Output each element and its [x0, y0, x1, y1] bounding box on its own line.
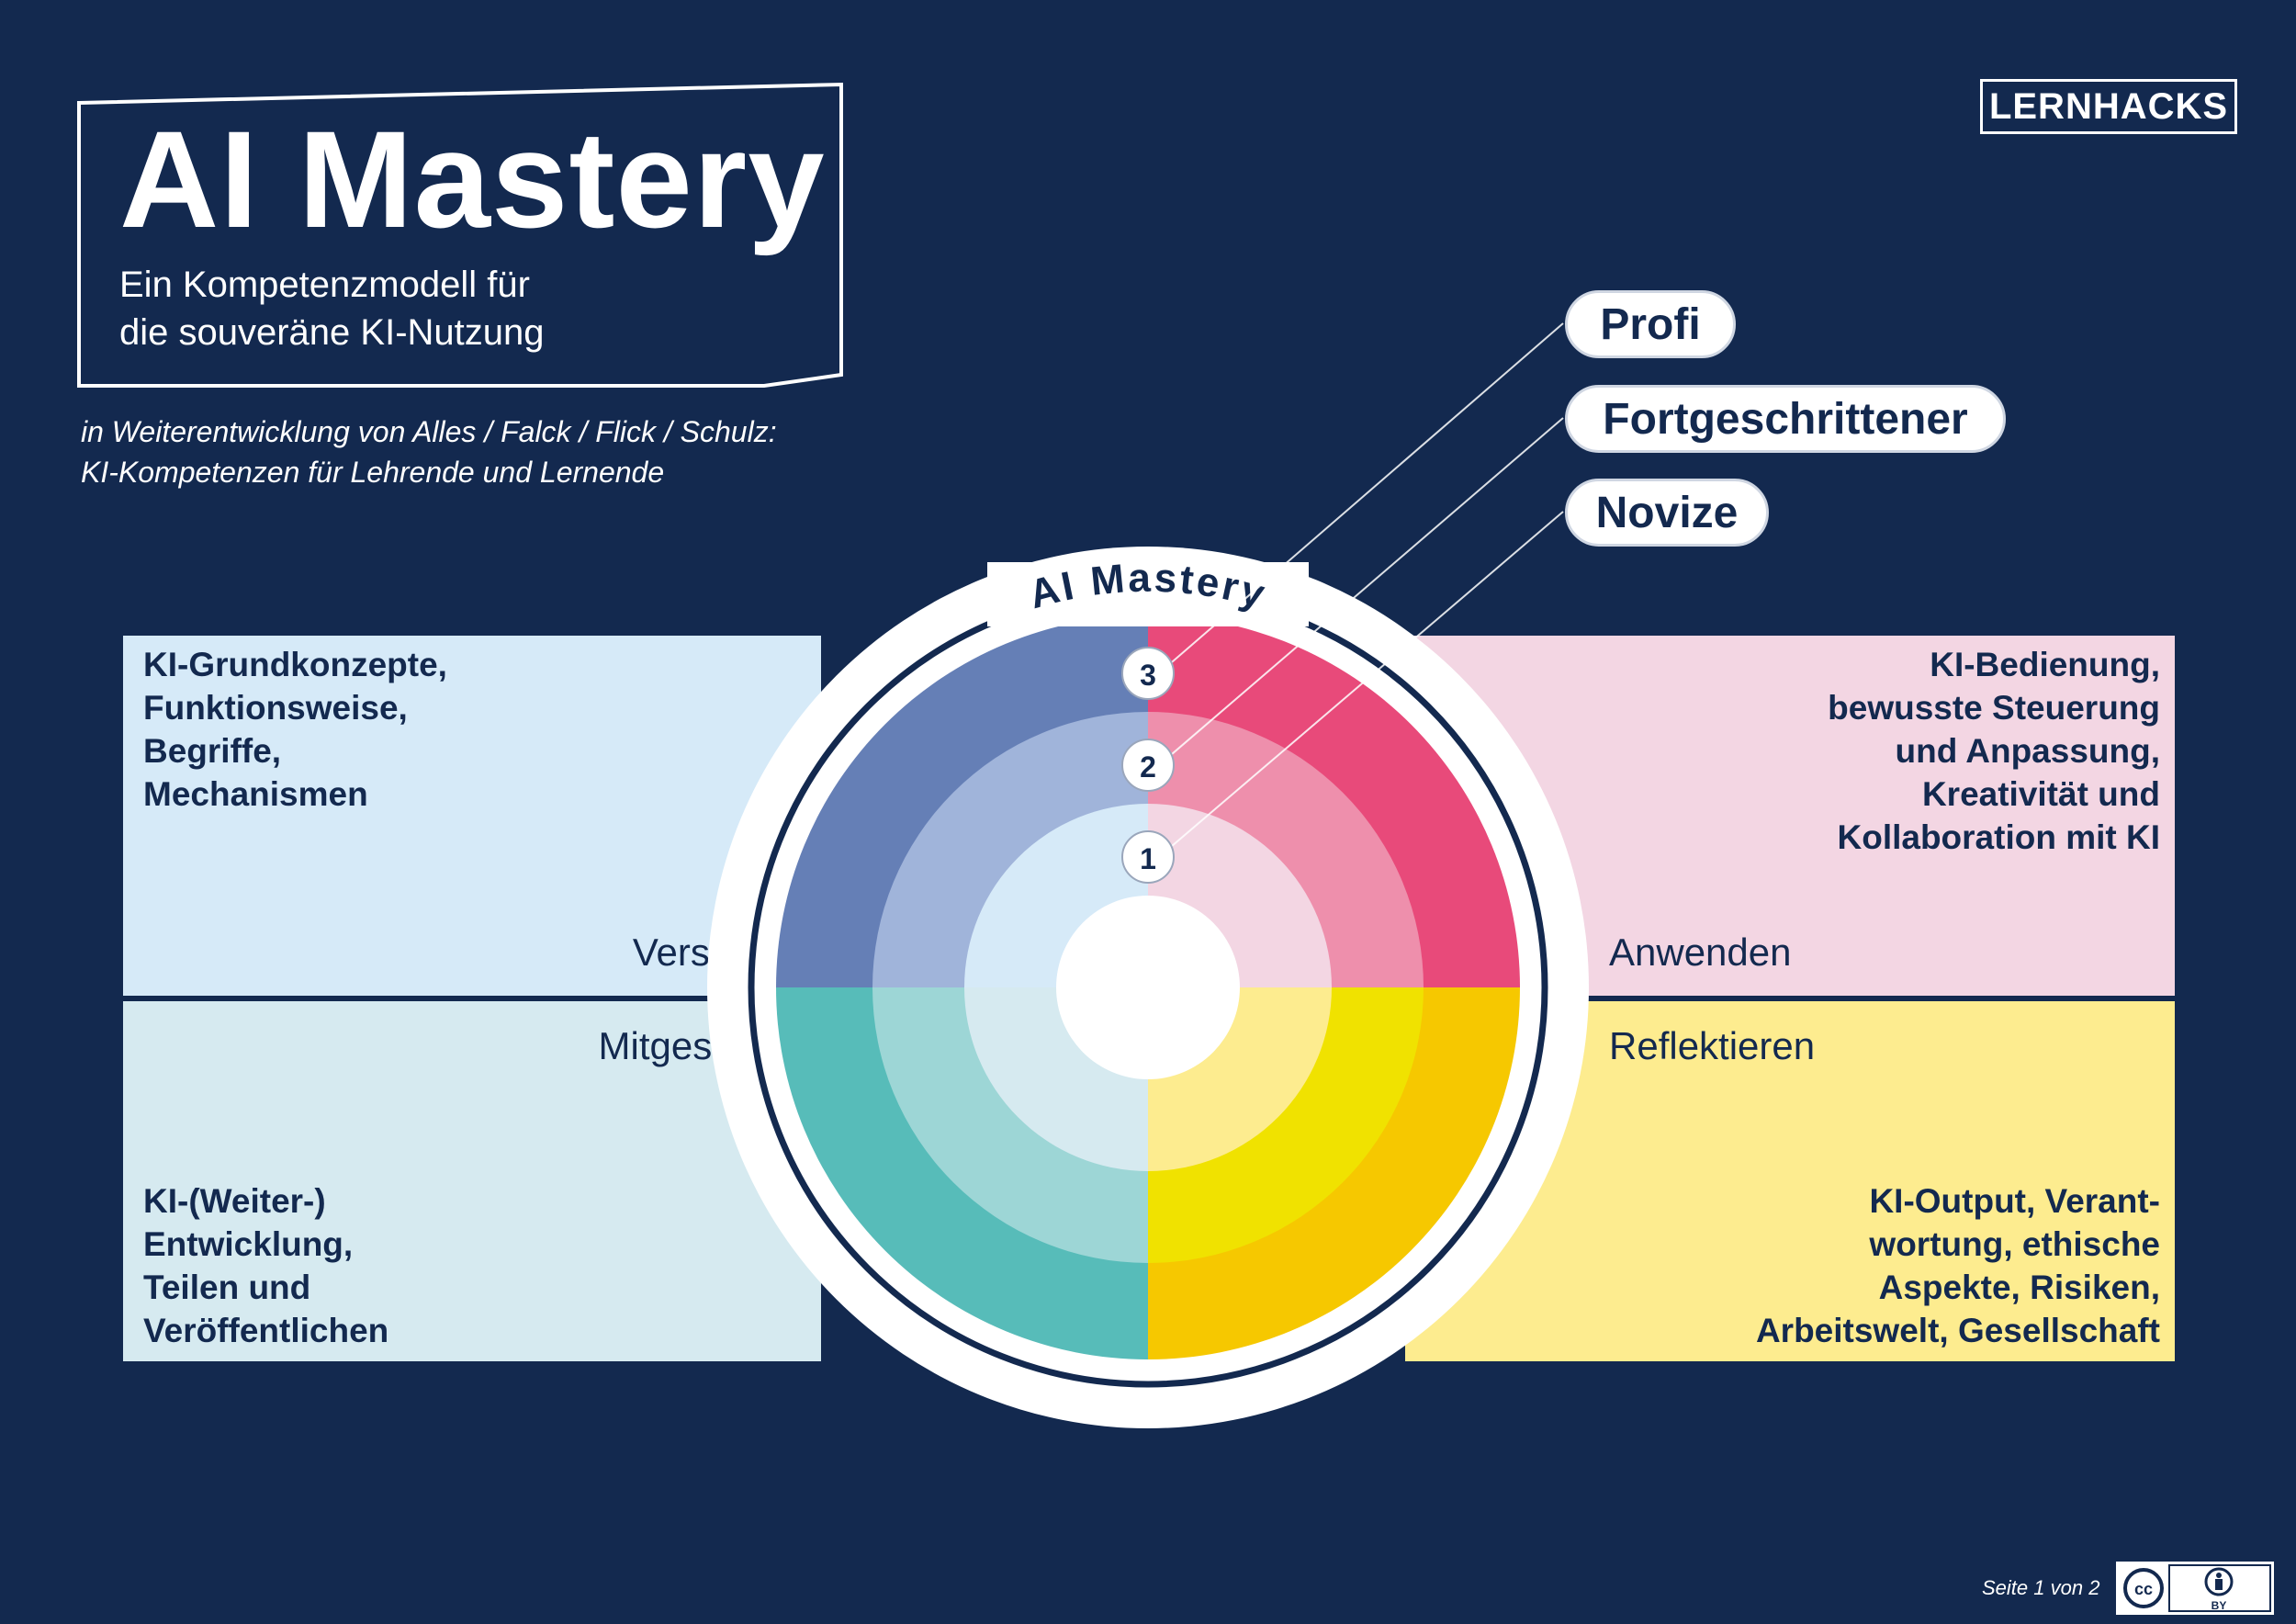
quadrant-label-anwenden: Anwenden	[1609, 930, 1792, 974]
description-line: Begriffe,	[143, 732, 282, 770]
quadrant-mitgestalten: Mitgestalten KI-(Weiter-) Entwicklung, T…	[123, 1001, 821, 1361]
description-line: Arbeitswelt, Gesellschaft	[1755, 1312, 2160, 1349]
description-line: Entwicklung,	[143, 1225, 354, 1263]
description-line: Teilen und	[143, 1269, 311, 1306]
subtitle-line-2: die souveräne KI-Nutzung	[119, 312, 545, 353]
level-number-3: 3	[1140, 659, 1156, 692]
quadrant-label-reflektieren: Reflektieren	[1609, 1024, 1816, 1067]
lernhacks-logo[interactable]: LERNHACKS	[1980, 79, 2237, 134]
description-line: Mechanismen	[143, 775, 368, 813]
page-subtitle: Ein Kompetenzmodell für die souveräne KI…	[119, 261, 817, 356]
description-line: Kollaboration mit KI	[1837, 818, 2161, 856]
description-line: KI-Output, Verant-	[1869, 1182, 2160, 1220]
quadrant-mitgestalten-description: KI-(Weiter-) Entwicklung, Teilen und Ver…	[143, 1179, 388, 1352]
svg-text:cc: cc	[2134, 1580, 2153, 1598]
svg-text:BY: BY	[2212, 1599, 2227, 1612]
attribution-line-1: in Weiterentwicklung von Alles / Falck /…	[81, 415, 777, 448]
description-line: wortung, ethische	[1869, 1225, 2160, 1263]
description-line: und Anpassung,	[1895, 732, 2160, 770]
cc-by-icon: cc BY	[2116, 1562, 2274, 1615]
title-frame	[73, 81, 845, 393]
attribution-line-2: KI-Kompetenzen für Lehrende und Lernende	[81, 456, 665, 489]
description-line: bewusste Steuerung	[1828, 689, 2160, 727]
level-pill-fortgeschrittener: Fortgeschrittener	[1565, 385, 2006, 453]
cc-license-badge[interactable]: cc BY	[2114, 1560, 2276, 1617]
leader-line-profi	[1158, 322, 1564, 674]
attribution: in Weiterentwicklung von Alles / Falck /…	[81, 412, 907, 492]
quadrant-anwenden-description: KI-Bedienung, bewusste Steuerung und Anp…	[1828, 643, 2160, 859]
wheel-center	[1056, 896, 1240, 1079]
level-badge-3	[1121, 647, 1175, 700]
level-badge-1	[1121, 830, 1175, 884]
level-pill-profi: Profi	[1565, 290, 1736, 358]
description-line: Veröffentlichen	[143, 1312, 389, 1349]
leader-line-fortgeschrittener	[1158, 417, 1564, 766]
description-line: KI-Bedienung,	[1930, 646, 2160, 683]
description-line: KI-(Weiter-)	[143, 1182, 326, 1220]
quadrant-reflektieren-description: KI-Output, Verant- wortung, ethische Asp…	[1756, 1179, 2160, 1352]
description-line: Aspekte, Risiken,	[1878, 1269, 2160, 1306]
subtitle-line-1: Ein Kompetenzmodell für	[119, 265, 530, 305]
quadrant-verstehen-description: KI-Grundkonzepte, Funktionsweise, Begrif…	[143, 643, 447, 816]
description-line: Kreativität und	[1921, 775, 2160, 813]
level-badge-2	[1121, 739, 1175, 792]
level-number-2: 2	[1140, 750, 1156, 784]
description-line: Funktionsweise,	[143, 689, 408, 727]
level-number-1: 1	[1140, 842, 1156, 875]
page-indicator: Seite 1 von 2	[1982, 1576, 2100, 1599]
arc-title-backdrop	[987, 562, 1309, 626]
level-pill-novize: Novize	[1565, 479, 1769, 547]
description-line: KI-Grundkonzepte,	[143, 646, 447, 683]
title-frame-outline	[77, 82, 843, 388]
page-title: AI Mastery	[119, 102, 826, 256]
leader-line-novize	[1158, 511, 1564, 858]
